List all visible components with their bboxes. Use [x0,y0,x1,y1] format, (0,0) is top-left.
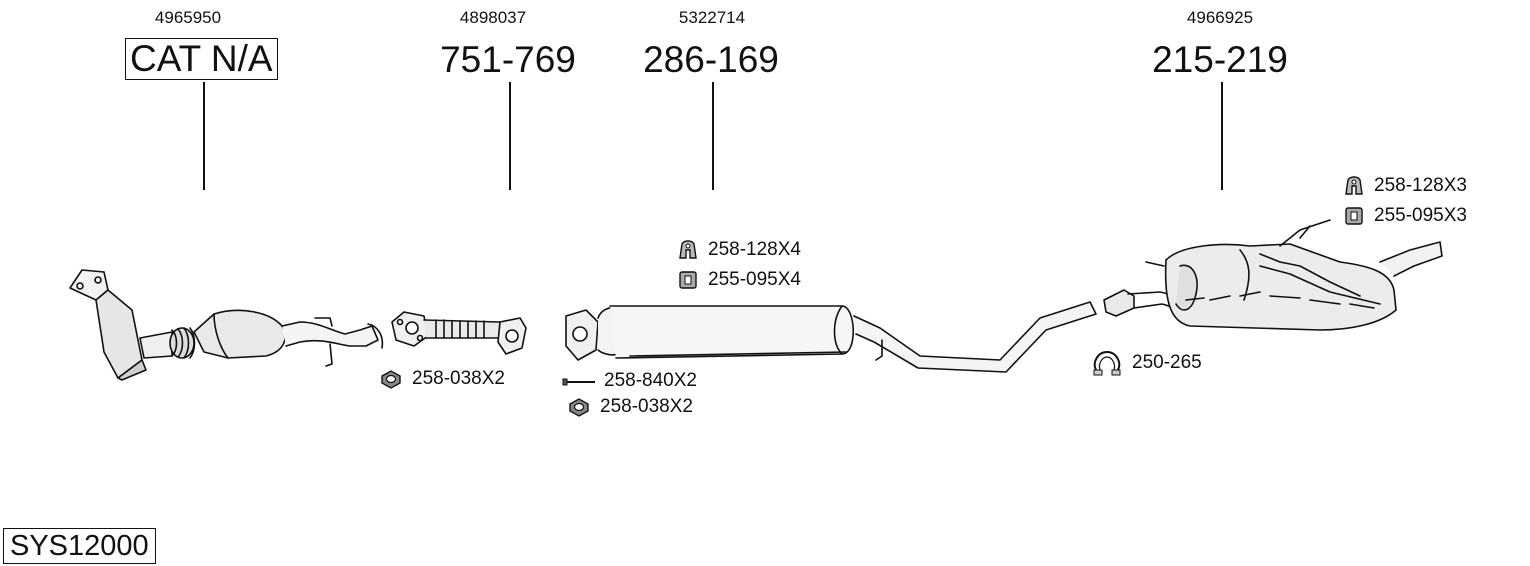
part-label-2[interactable]: 751-769 [440,39,576,80]
accessory-bolt[interactable]: 258-840X2 [562,370,697,392]
part-label-4[interactable]: 215-219 [1152,39,1288,80]
nut-icon [569,398,589,417]
accessory-label: 258-840X2 [604,370,697,391]
rubber-hanger-icon [679,240,697,259]
bolt-icon [562,378,595,386]
rear-silencer-drawing [1103,219,1443,331]
accessory-nut-1[interactable]: 258-038X2 [378,368,505,390]
accessory-label: 258-128X3 [1374,175,1467,196]
accessory-clamp[interactable]: 250-265 [1090,348,1202,378]
part-ref-1: 4965950 [154,8,222,27]
accessory-nut-2[interactable]: 258-038X2 [566,396,693,418]
accessory-mount-2[interactable]: 255-095X3 [1342,204,1467,228]
leader-line-3 [712,82,714,190]
part-label-3[interactable]: 286-169 [643,39,779,80]
clamp-icon [1093,350,1121,376]
accessory-hanger-1[interactable]: 258-128X4 [676,238,801,262]
accessory-label: 255-095X4 [708,269,801,290]
accessory-hanger-2[interactable]: 258-128X3 [1342,174,1467,198]
part-ref-3: 5322714 [678,8,746,27]
catalytic-converter-drawing [69,269,384,381]
part-ref-4: 4966925 [1186,8,1254,27]
accessory-label: 255-095X3 [1374,205,1467,226]
middle-silencer-drawing [565,301,1097,373]
accessory-label: 250-265 [1132,352,1202,373]
leader-line-4 [1221,82,1223,190]
accessory-label: 258-038X2 [600,396,693,417]
nut-icon [381,370,401,389]
accessory-label: 258-038X2 [412,368,505,389]
mounting-rubber-icon [679,271,697,289]
part-ref-2: 4898037 [459,8,527,27]
system-code: SYS12000 [3,528,156,564]
rubber-hanger-icon [1345,176,1363,195]
leader-line-2 [509,82,511,190]
accessory-label: 258-128X4 [708,239,801,260]
front-pipe-drawing [391,311,527,355]
mounting-rubber-icon [1345,207,1363,225]
part-label-1[interactable]: CAT N/A [125,38,278,80]
leader-line-1 [203,82,205,190]
accessory-mount-1[interactable]: 255-095X4 [676,268,801,292]
